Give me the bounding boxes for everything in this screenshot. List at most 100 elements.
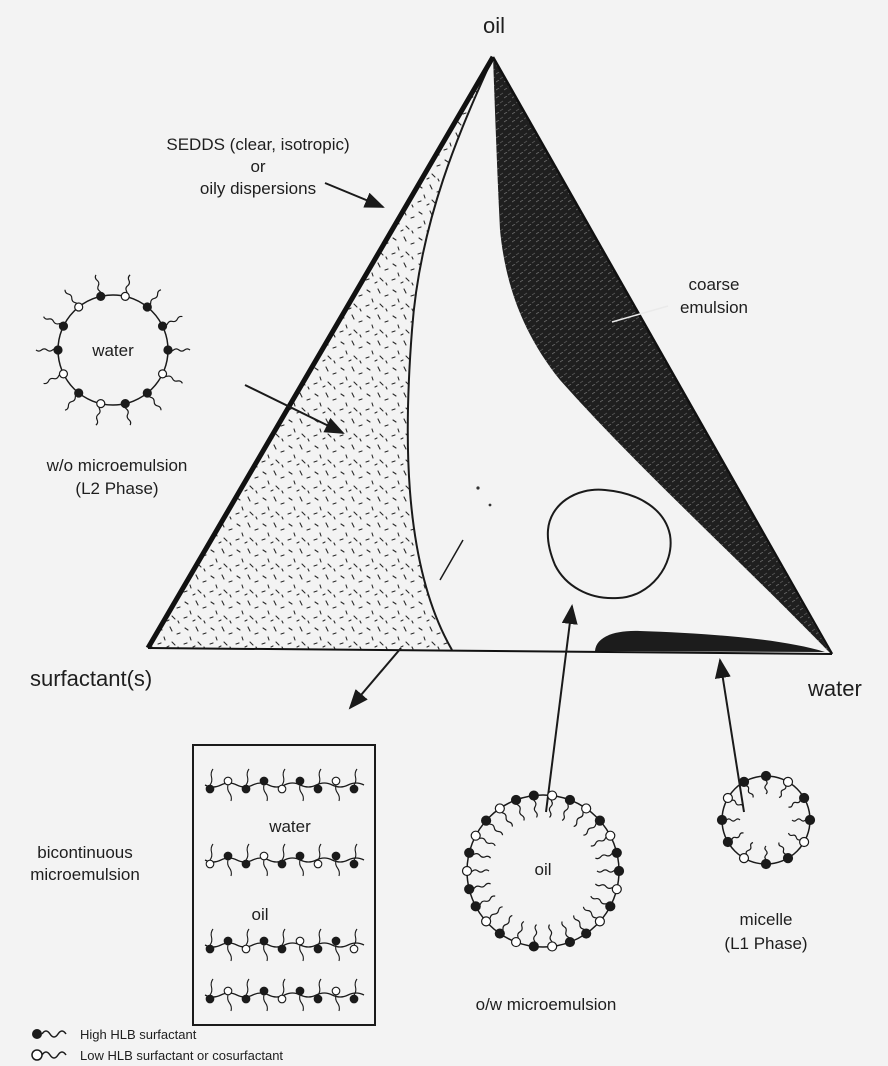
high-hlb-head xyxy=(296,987,304,995)
high-hlb-head xyxy=(314,995,322,1003)
low-hlb-head xyxy=(59,370,67,378)
sedds-arrow xyxy=(325,183,383,207)
low-hlb-head xyxy=(723,794,732,803)
vertex-label-oil: oil xyxy=(483,13,505,38)
high-hlb-head xyxy=(806,816,815,825)
high-hlb-head xyxy=(143,303,151,311)
surfactant-tail xyxy=(210,844,213,860)
tail-icon xyxy=(42,1052,66,1058)
micelle-label-line2: (L1 Phase) xyxy=(724,934,807,953)
surfactant-tail xyxy=(264,785,268,801)
low-hlb-head xyxy=(606,831,615,840)
surfactant-tail xyxy=(318,979,321,995)
high-hlb-head xyxy=(595,816,604,825)
legend-item-high-hlb: High HLB surfactant xyxy=(32,1027,197,1042)
low-hlb-head xyxy=(612,885,621,894)
surfactant-tail xyxy=(264,860,268,876)
high-hlb-head xyxy=(718,816,727,825)
high-hlb-head xyxy=(512,795,521,804)
legend-item-low-hlb: Low HLB surfactant or cosurfactant xyxy=(32,1048,283,1063)
micelle-illustration xyxy=(718,772,815,869)
high-hlb-head xyxy=(260,987,268,995)
high-hlb-head xyxy=(278,945,286,953)
low-hlb-head xyxy=(121,292,129,300)
surfactant-tail xyxy=(318,929,321,945)
surfactant-tail xyxy=(246,929,249,945)
low-hlb-head xyxy=(495,804,504,813)
bicontinuous-water-label: water xyxy=(268,817,311,836)
surfactant-tail xyxy=(282,769,285,785)
surfactant-tail xyxy=(282,844,285,860)
high-hlb-head xyxy=(260,937,268,945)
low-hlb-head xyxy=(278,785,286,793)
low-hlb-head xyxy=(463,867,472,876)
surfactant-tail xyxy=(210,979,213,995)
high-hlb-head xyxy=(121,400,129,408)
low-hlb-head xyxy=(350,945,358,953)
low-hlb-head xyxy=(740,854,749,863)
high-hlb-head xyxy=(529,791,538,800)
high-hlb-head xyxy=(97,292,105,300)
high-hlb-head xyxy=(332,937,340,945)
o-w-droplet-center-label: oil xyxy=(534,860,551,879)
high-hlb-head xyxy=(242,785,250,793)
low-hlb-symbol-icon xyxy=(32,1050,42,1060)
surfactant-tail xyxy=(300,860,304,876)
vertex-label-water: water xyxy=(807,676,862,701)
low-hlb-head xyxy=(97,400,105,408)
high-hlb-head xyxy=(565,938,574,947)
o-w-microemulsion-region xyxy=(548,490,671,599)
w-o-droplet-center-label: water xyxy=(91,341,134,360)
bicontinuous-surfactant-chains xyxy=(205,769,364,1011)
bicontinuous-oil-label: oil xyxy=(251,905,268,924)
w-o-microemulsion-label-line1: w/o microemulsion xyxy=(46,456,188,475)
high-hlb-head xyxy=(723,838,732,847)
high-hlb-head xyxy=(314,945,322,953)
bicontinuous-pointer-line xyxy=(440,540,463,580)
surfactant-tail xyxy=(210,929,213,945)
high-hlb-head xyxy=(143,389,151,397)
surfactant-tail xyxy=(228,860,232,876)
high-hlb-head xyxy=(740,777,749,786)
high-hlb-head xyxy=(296,852,304,860)
high-hlb-head xyxy=(762,772,771,781)
low-hlb-head xyxy=(332,987,340,995)
legend-label-high-hlb: High HLB surfactant xyxy=(80,1027,197,1042)
high-hlb-head xyxy=(59,322,67,330)
high-hlb-head xyxy=(606,902,615,911)
bicontinuous-label-line1: bicontinuous xyxy=(37,843,132,862)
low-hlb-head xyxy=(296,937,304,945)
high-hlb-head xyxy=(350,860,358,868)
high-hlb-head xyxy=(260,777,268,785)
high-hlb-head xyxy=(278,860,286,868)
low-hlb-head xyxy=(548,791,557,800)
low-hlb-head xyxy=(260,852,268,860)
low-hlb-head xyxy=(242,945,250,953)
coarse-emulsion-label-line2: emulsion xyxy=(680,298,748,317)
high-hlb-head xyxy=(762,860,771,869)
high-hlb-head xyxy=(332,852,340,860)
high-hlb-head xyxy=(465,885,474,894)
low-hlb-head xyxy=(278,995,286,1003)
low-hlb-head xyxy=(512,938,521,947)
high-hlb-head xyxy=(612,848,621,857)
bicontinuous-label-line2: microemulsion xyxy=(30,865,140,884)
high-hlb-head xyxy=(164,346,172,354)
surfactant-tail xyxy=(210,769,213,785)
low-hlb-head xyxy=(471,831,480,840)
surfactant-tail xyxy=(282,929,285,945)
surfactant-tail xyxy=(300,995,304,1011)
low-hlb-head xyxy=(482,917,491,926)
o-w-microemulsion-caption: o/w microemulsion xyxy=(476,995,617,1014)
high-hlb-head xyxy=(800,794,809,803)
low-hlb-head xyxy=(206,860,214,868)
high-hlb-head xyxy=(529,942,538,951)
surfactant-tail xyxy=(246,769,249,785)
tail-icon xyxy=(42,1031,66,1037)
high-hlb-head xyxy=(784,854,793,863)
micelle-region xyxy=(595,631,825,652)
bicontinuous-arrow xyxy=(350,648,401,708)
sedds-label-line1: SEDDS (clear, isotropic) xyxy=(166,135,349,154)
high-hlb-head xyxy=(350,995,358,1003)
